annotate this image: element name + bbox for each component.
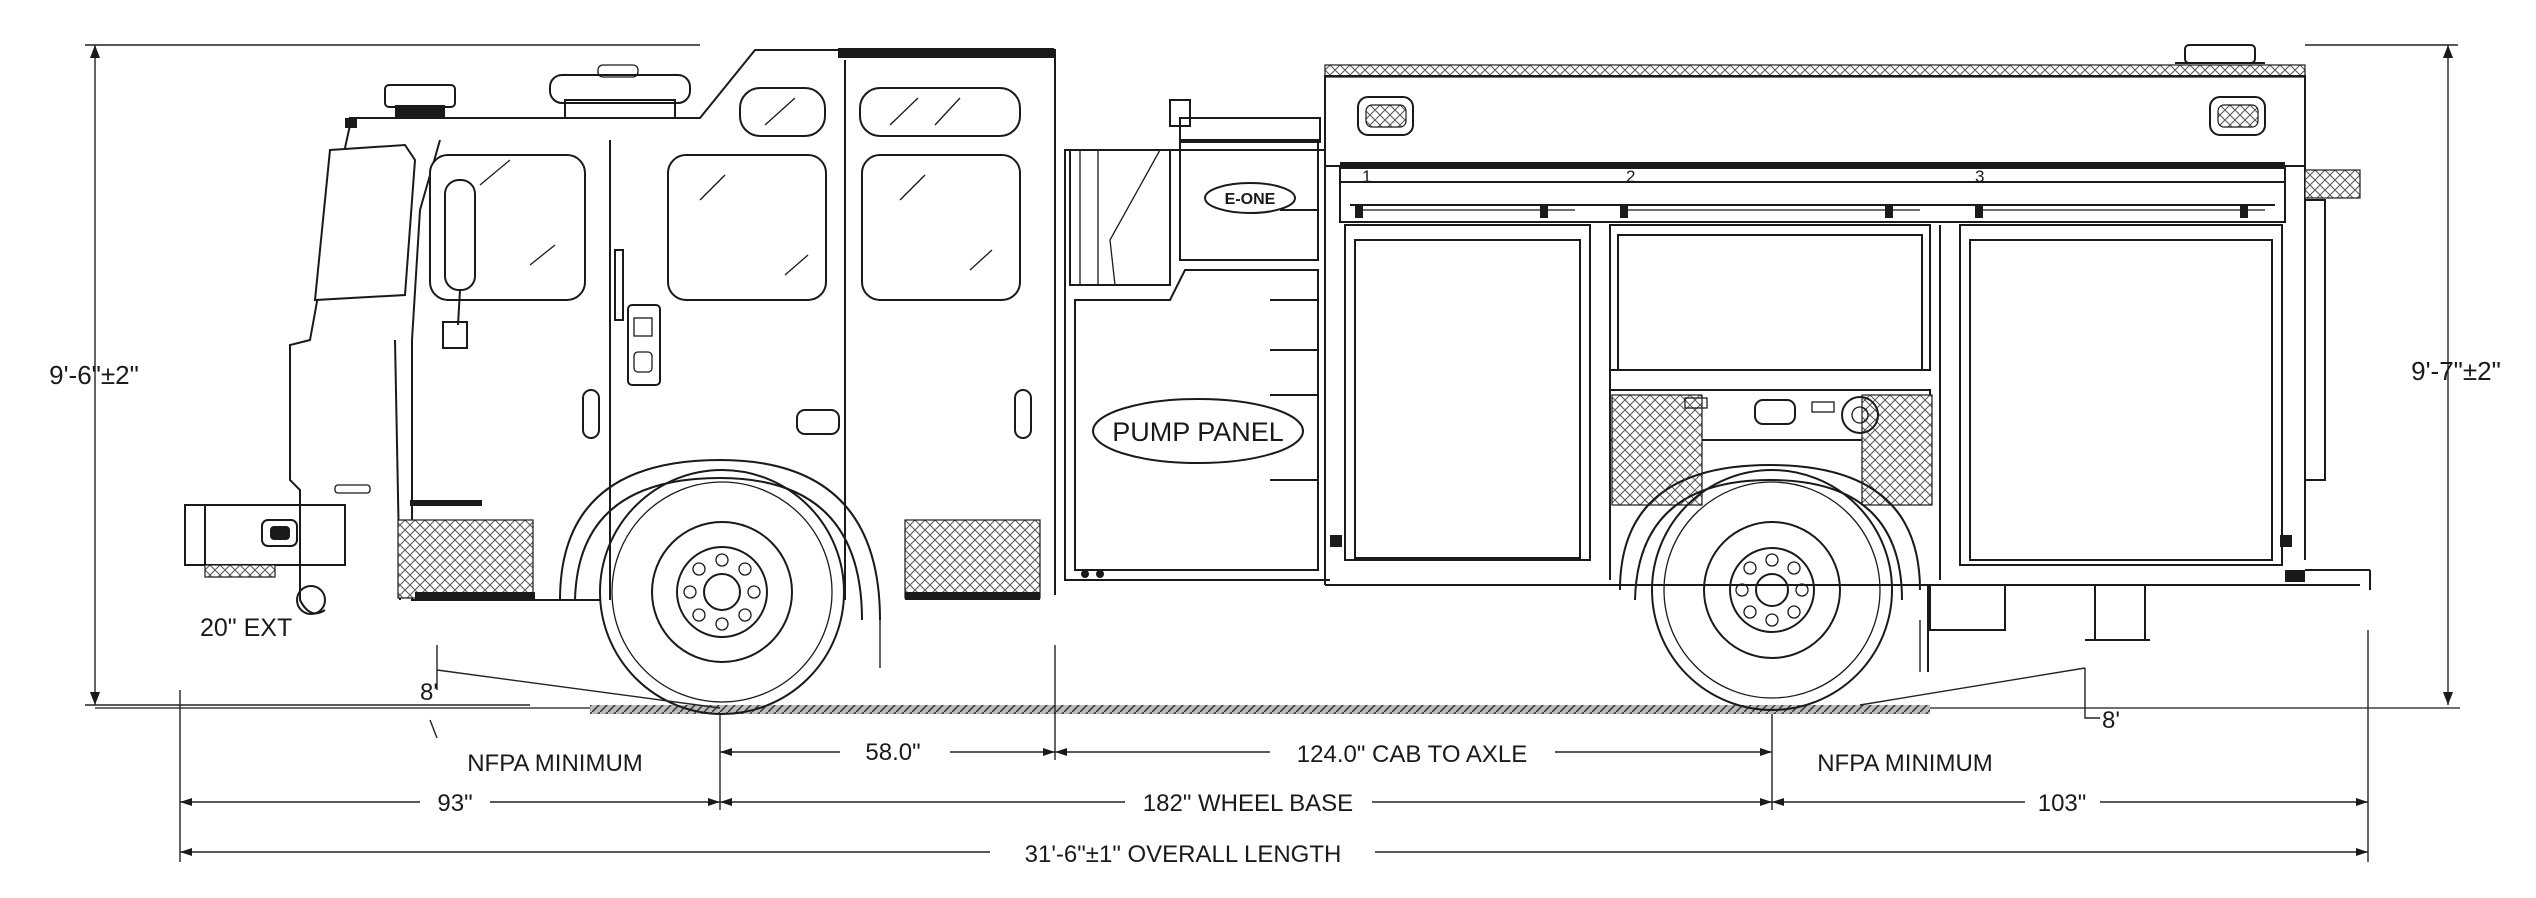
front-wheel (559, 458, 881, 715)
ground-line (590, 705, 1930, 714)
cab-length-label: 58.0" (865, 739, 920, 766)
compartment-number-1: 1 (1362, 167, 1371, 186)
height-dimension-right (2305, 44, 2458, 705)
length-dimensions (179, 620, 2369, 862)
cab-height-label: 9'-6"±2" (49, 360, 139, 390)
apparatus-body: 1 2 3 (1324, 44, 2371, 672)
nfpa-minimum-rear-label: NFPA MINIMUM (1817, 750, 1993, 777)
front-overhang-label: 93" (437, 790, 472, 817)
wheel-base-label: 182" WHEEL BASE (1143, 790, 1353, 817)
departure-angle-label: 8' (2102, 707, 2120, 734)
pump-panel-label: PUMP PANEL (1112, 417, 1284, 447)
height-dimension-left (85, 44, 700, 706)
body-height-label: 9'-7"±2" (2411, 356, 2501, 386)
cab (289, 48, 1056, 601)
compartment-number-2: 2 (1626, 167, 1635, 186)
nfpa-minimum-front-label: NFPA MINIMUM (467, 750, 643, 777)
compartment-number-3: 3 (1975, 167, 1984, 186)
approach-angle-label: 8' (420, 679, 438, 706)
departure-angle (1859, 667, 2100, 719)
manufacturer-logo: E-ONE (1225, 191, 1276, 208)
pump-house: E-ONE PUMP PANEL (1064, 99, 1330, 581)
front-bumper (184, 504, 346, 615)
overall-length-label: 31'-6"±1" OVERALL LENGTH (1025, 841, 1342, 868)
approach-angle (429, 645, 721, 739)
cab-to-axle-label: 124.0" CAB TO AXLE (1297, 741, 1527, 768)
bumper-extension-label: 20" EXT (200, 614, 292, 642)
rear-overhang-label: 103" (2038, 790, 2087, 817)
rear-wheel (1619, 463, 1921, 711)
